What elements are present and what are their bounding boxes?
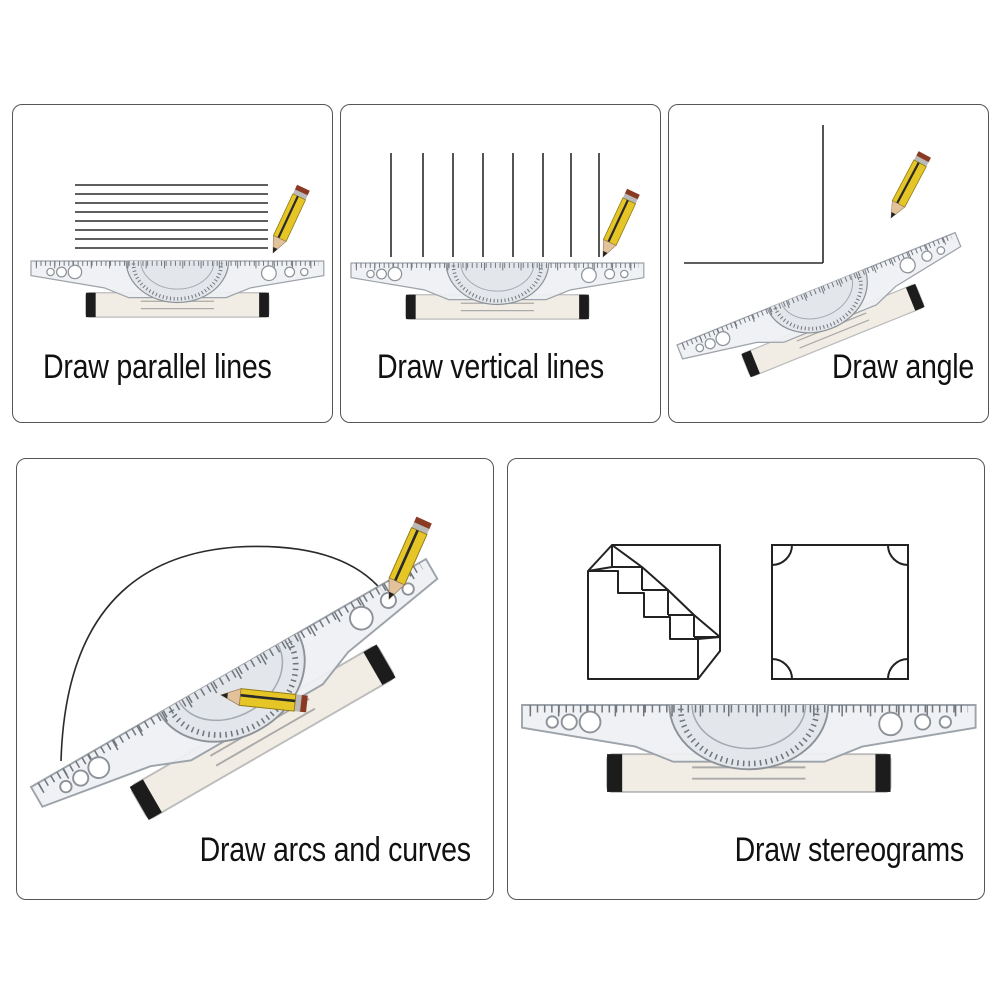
panel-vertical-lines: Draw vertical lines	[340, 104, 661, 423]
staircase-drawing-icon	[587, 544, 721, 680]
parallel-lines-illustration	[13, 183, 333, 423]
rolling-ruler-icon	[31, 261, 324, 317]
rolling-ruler-icon	[522, 705, 976, 792]
panel-angle: Draw angle	[668, 104, 989, 423]
arc-drawing	[60, 545, 388, 762]
rolling-ruler-icon	[31, 559, 470, 863]
pencil-icon	[265, 183, 311, 258]
panel-arcs-curves: Draw arcs and curves	[16, 458, 494, 900]
caption-angle: Draw angle	[832, 348, 974, 386]
angle-drawing	[684, 125, 824, 264]
arcs-illustration	[17, 515, 494, 900]
pencil-icon	[883, 150, 933, 223]
rolling-ruler-icon	[351, 263, 644, 319]
panel-parallel-lines: Draw parallel lines	[12, 104, 333, 423]
rounded-square-drawing-icon	[771, 544, 909, 680]
stereograms-illustration	[508, 544, 985, 900]
caption-parallel-lines: Draw parallel lines	[43, 348, 272, 386]
panel-stereograms: Draw stereograms	[507, 458, 985, 900]
parallel-lines-drawing	[75, 184, 268, 249]
vertical-lines-drawing	[390, 153, 600, 257]
pencil-icon	[595, 187, 641, 262]
caption-stereograms: Draw stereograms	[734, 831, 965, 869]
vertical-lines-illustration	[341, 153, 661, 423]
caption-vertical-lines: Draw vertical lines	[377, 348, 604, 386]
angle-illustration	[669, 125, 989, 423]
caption-arcs-curves: Draw arcs and curves	[199, 831, 471, 869]
